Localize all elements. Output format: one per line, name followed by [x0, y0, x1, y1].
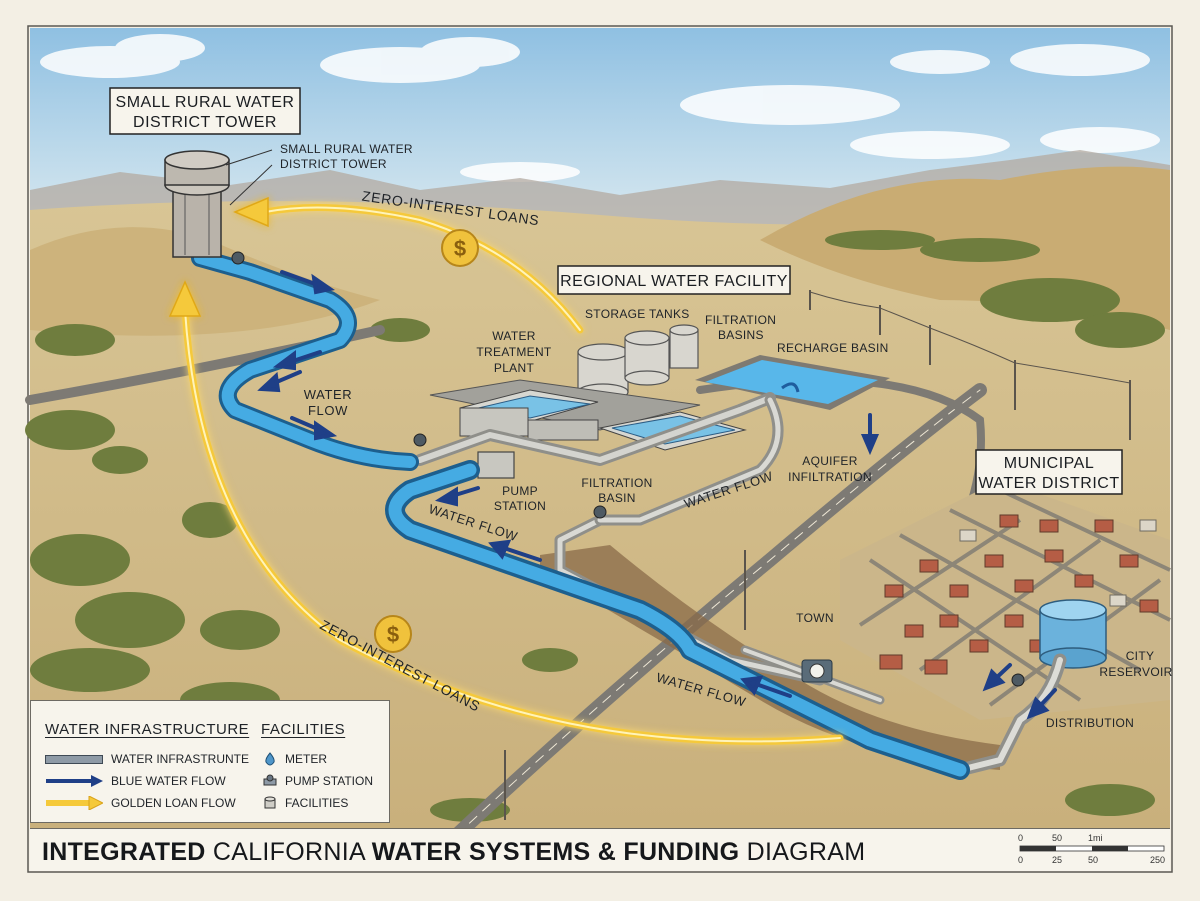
meter-drop-icon [263, 752, 277, 766]
title-part-3: WATER SYSTEMS & FUNDING [372, 838, 740, 866]
legend-infra-item: BLUE WATER FLOW [45, 774, 226, 788]
treatment-label-2: TREATMENT [476, 345, 552, 359]
legend-infra-label: BLUE WATER FLOW [111, 774, 226, 788]
footer: INTEGRATED CALIFORNIA WATER SYSTEMS & FU… [30, 828, 1170, 871]
legend-infra-item: WATER INFRASTRUNTE [45, 752, 249, 766]
legend-infra-heading: WATER INFRASTRUCTURE [45, 721, 249, 738]
treatment-label-3: PLANT [494, 361, 535, 375]
water-tower [165, 151, 229, 257]
legend-facility-item: FACILITIES [263, 796, 348, 810]
treatment-label-1: WATER [492, 329, 536, 343]
city-reservoir-label-2: RESERVOIR [1099, 665, 1172, 679]
city-reservoir-label-1: CITY [1126, 649, 1155, 663]
pump-icon [263, 774, 277, 788]
gold-arrow-icon [45, 796, 103, 810]
svg-text:DISTRICT TOWER: DISTRICT TOWER [133, 114, 277, 131]
scale-tick-bottom: 25 [1052, 855, 1062, 865]
filtration-basins-label-2: BASINS [718, 328, 764, 342]
tower-callout-label-2: DISTRICT TOWER [280, 157, 387, 171]
title-part-4: DIAGRAM [739, 838, 865, 866]
legend-facility-label: METER [285, 752, 327, 766]
filtration-basin-label-2: BASIN [598, 491, 636, 505]
pipe-swatch-icon [45, 755, 103, 764]
storage-tanks-label: STORAGE TANKS [585, 307, 690, 321]
legend-facility-item: METER [263, 752, 327, 766]
dollar-coin-top: $ [442, 230, 478, 266]
blue-arrow-icon [45, 775, 103, 787]
aquifer-label-1: AQUIFER [802, 454, 857, 468]
legend-infra-item: GOLDEN LOAN FLOW [45, 796, 236, 810]
filtration-basin-label-1: FILTRATION [581, 476, 652, 490]
page-title: INTEGRATED CALIFORNIA WATER SYSTEMS & FU… [42, 838, 865, 867]
recharge-basin-label: RECHARGE BASIN [777, 341, 889, 355]
svg-text:MUNICIPAL: MUNICIPAL [1004, 455, 1094, 472]
municipal-district-box: MUNICIPAL WATER DISTRICT [976, 450, 1122, 494]
water-flow-label-upper-1: WATER [304, 387, 353, 402]
legend-infra-label: WATER INFRASTRUNTE [111, 752, 249, 766]
regional-facility-box: REGIONAL WATER FACILITY [558, 266, 790, 294]
distribution-label: DISTRIBUTION [1046, 716, 1134, 730]
legend-facilities-heading: FACILITIES [261, 721, 345, 738]
scale-tick-top: 0 [1018, 833, 1023, 843]
water-flow-label-upper-2: FLOW [308, 403, 348, 418]
pump-station-label-1: PUMP [502, 484, 538, 498]
legend: WATER INFRASTRUCTURE FACILITIES WATER IN… [30, 700, 390, 823]
tower-title-box: SMALL RURAL WATER DISTRICT TOWER [110, 88, 300, 134]
town-label: TOWN [796, 611, 834, 625]
facility-tank-icon [263, 796, 277, 810]
title-part-2: CALIFORNIA [206, 838, 372, 866]
svg-text:$: $ [387, 622, 399, 647]
svg-text:WATER DISTRICT: WATER DISTRICT [978, 475, 1119, 492]
title-part-1: INTEGRATED [42, 838, 206, 866]
legend-facility-label: FACILITIES [285, 796, 348, 810]
svg-text:$: $ [454, 236, 466, 261]
meter-device [802, 660, 832, 682]
scale-tick-top: 1mi [1088, 833, 1103, 843]
svg-text:SMALL RURAL WATER: SMALL RURAL WATER [116, 94, 295, 111]
scale-bar: 0 50 1mi 0 25 50 250 [1018, 833, 1168, 867]
scale-tick-top: 50 [1052, 833, 1062, 843]
pump-station-building [478, 452, 514, 478]
aquifer-label-2: INFILTRATION [788, 470, 872, 484]
tower-callout-label-1: SMALL RURAL WATER [280, 142, 413, 156]
scale-tick-bottom: 250 [1150, 855, 1165, 865]
legend-facility-item: PUMP STATION [263, 774, 373, 788]
city-reservoir [1040, 600, 1106, 668]
legend-facility-label: PUMP STATION [285, 774, 373, 788]
scale-tick-bottom: 50 [1088, 855, 1098, 865]
svg-text:REGIONAL WATER FACILITY: REGIONAL WATER FACILITY [560, 273, 788, 290]
legend-infra-label: GOLDEN LOAN FLOW [111, 796, 236, 810]
scale-tick-bottom: 0 [1018, 855, 1023, 865]
filtration-basins-label-1: FILTRATION [705, 313, 776, 327]
pump-station-label-2: STATION [494, 499, 546, 513]
